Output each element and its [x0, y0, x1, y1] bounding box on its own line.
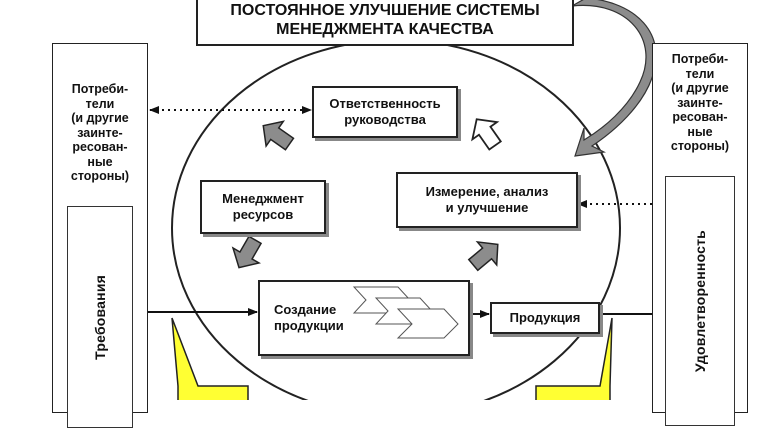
left-stakeholders-panel: Потреби- тели (и другие заинте- ресован-… — [52, 43, 148, 428]
management-responsibility-box: Ответственность руководства — [312, 86, 458, 138]
measurement-line-1: Измерение, анализ — [425, 184, 549, 200]
right-stakeholders-label: Потреби- тели (и другие заинте- ресован-… — [653, 52, 747, 154]
diagram-stage: ПОСТОЯННОЕ УЛУЧШЕНИЕ СИСТЕМЫ МЕНЕДЖМЕНТА… — [52, 0, 748, 428]
management-line-2: руководства — [344, 112, 426, 127]
improvement-curved-arrow — [571, 0, 657, 157]
right-label-line: (и другие — [671, 81, 729, 95]
right-label-line: Потреби- — [671, 52, 729, 66]
creation-line-2: продукции — [274, 318, 344, 333]
title-line-2: МЕНЕДЖМЕНТА КАЧЕСТВА — [276, 21, 494, 38]
product-box: Продукция — [490, 302, 600, 334]
resource-management-box: Менеджмент ресурсов — [200, 180, 326, 234]
product-realization-box: Создание продукции — [258, 280, 470, 356]
measurement-line-2: и улучшение — [445, 200, 529, 215]
management-line-1: Ответственность — [329, 96, 441, 112]
left-label-line: Потреби- — [71, 82, 129, 96]
right-label-line: стороны) — [670, 139, 730, 153]
left-stakeholders-label: Потреби- тели (и другие заинте- ресован-… — [53, 82, 147, 184]
left-label-line: ресован- — [72, 140, 128, 154]
cycle-arrow-top-left — [262, 120, 295, 151]
left-label-line: стороны) — [70, 169, 130, 183]
right-label-line: тели — [685, 66, 715, 81]
left-label-line: (и другие — [71, 111, 129, 125]
right-stakeholders-panel: Потреби- тели (и другие заинте- ресован-… — [652, 43, 748, 426]
product-label: Продукция — [509, 310, 581, 326]
cycle-arrow-top-right — [471, 118, 503, 151]
product-realization-label: Создание продукции — [274, 302, 344, 333]
right-label-line: ные — [687, 124, 713, 139]
resources-line-1: Менеджмент — [222, 191, 304, 207]
requirements-label: Требования — [92, 274, 108, 360]
measurement-analysis-box: Измерение, анализ и улучшение — [396, 172, 578, 228]
cycle-arrow-bottom-left — [231, 235, 263, 269]
satisfaction-label: Удовлетворенность — [692, 229, 708, 373]
callout-right-yellow — [535, 317, 613, 400]
resources-line-2: ресурсов — [232, 207, 294, 222]
title-line-1: ПОСТОЯННОЕ УЛУЧШЕНИЕ СИСТЕМЫ — [230, 1, 540, 19]
title-box: ПОСТОЯННОЕ УЛУЧШЕНИЕ СИСТЕМЫ МЕНЕДЖМЕНТА… — [196, 0, 574, 46]
creation-line-1: Создание — [274, 302, 337, 318]
callout-left-yellow — [171, 317, 249, 400]
left-label-line: тели — [85, 96, 115, 111]
right-label-line: заинте- — [677, 95, 723, 110]
left-label-line: ные — [87, 154, 113, 169]
left-label-line: заинте- — [77, 125, 123, 140]
requirements-box: Требования — [67, 206, 133, 428]
right-label-line: ресован- — [672, 110, 728, 124]
satisfaction-box: Удовлетворенность — [665, 176, 735, 426]
cycle-arrow-bottom-right — [467, 240, 499, 272]
